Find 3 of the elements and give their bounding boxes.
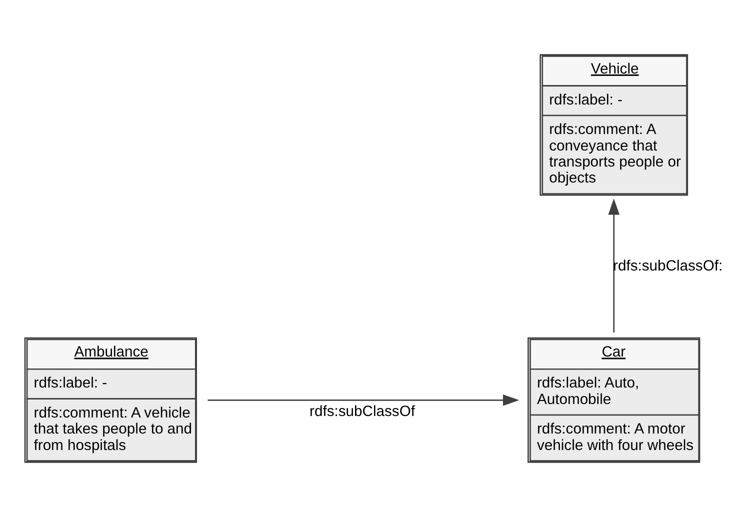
arrow [208,394,520,406]
arrow [608,198,620,332]
edge-label: rdfs:subClassOf [310,404,416,420]
